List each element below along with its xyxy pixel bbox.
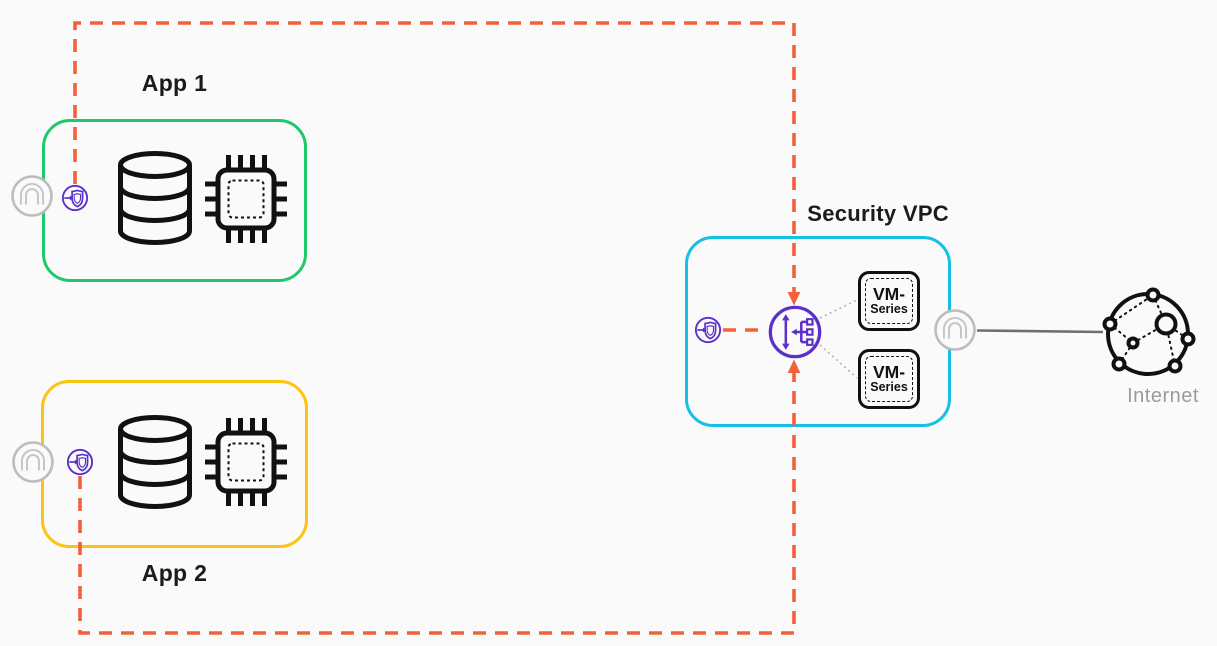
vm-series-label: VM-: [872, 362, 906, 382]
database-icon: [116, 150, 194, 246]
vm-series-label: VM-: [872, 284, 906, 304]
internet-globe-icon: [1098, 284, 1198, 384]
internet-label: Internet: [1127, 385, 1199, 407]
gwlb-to-vm-links: [819, 299, 858, 379]
vm-series-firewall-2: VM- Series: [858, 349, 920, 409]
gwlb-endpoint-icon: [61, 184, 89, 212]
internet-gateway-icon: [11, 440, 55, 484]
gateway-load-balancer-icon: [766, 303, 824, 361]
app2-label: App 2: [141, 560, 208, 586]
traffic-path-top: [73, 21, 796, 293]
app1-label: App 1: [141, 70, 208, 96]
vm-series-sublabel: Series: [870, 302, 908, 316]
traffic-arrow-up: [787, 359, 801, 373]
vm-series-sublabel: Series: [870, 380, 908, 394]
internet-gateway-icon: [933, 308, 977, 352]
gwlb-endpoint-icon: [66, 448, 94, 476]
internet-gateway-icon: [10, 174, 54, 218]
cpu-chip-icon: [203, 416, 289, 508]
cpu-chip-icon: [203, 153, 289, 245]
traffic-arrow-down: [787, 292, 801, 306]
vm-series-firewall-1: VM- Series: [858, 271, 920, 331]
igw-to-internet-link: [976, 329, 1104, 334]
traffic-path-bottom: [78, 372, 796, 635]
gwlb-endpoint-icon: [694, 316, 722, 344]
database-icon: [116, 414, 194, 510]
security-vpc-label: Security VPC: [807, 201, 949, 226]
